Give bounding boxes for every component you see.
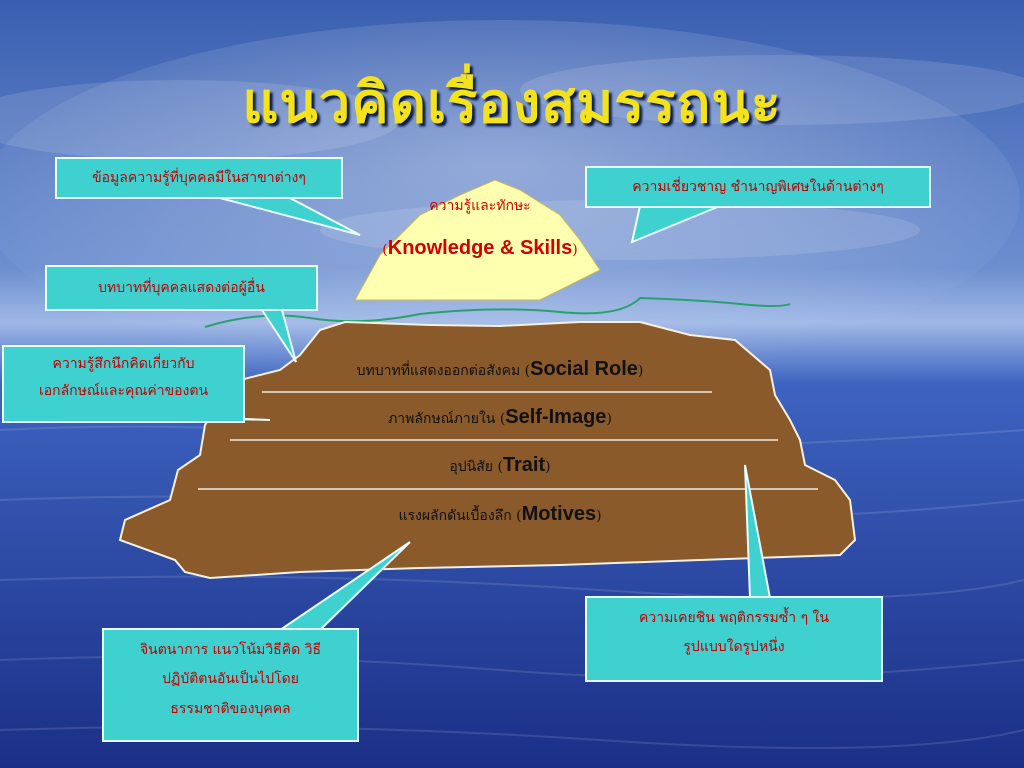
layer-thai: ภาพลักษณ์ภายใน (	[388, 411, 506, 427]
layer-english: Trait	[502, 454, 546, 476]
tip-line1: ความรู้และทักษะ	[429, 198, 531, 214]
callout-social-role: บทบาทที่บุคคลแสดงต่อผู้อื่น	[45, 265, 318, 311]
layer-thai: บทบาทที่แสดงออกต่อสังคม (	[356, 363, 531, 379]
callout-line: ปฏิบัติตนอันเป็นไปโดย	[162, 671, 299, 688]
layer-trait: อุปนิสัย (Trait)	[180, 454, 820, 478]
callout-line: รูปแบบใดรูปหนึ่ง	[683, 639, 785, 656]
callout-text: ความเชี่ยวชาญ ชำนาญพิเศษในด้านต่างๆ	[632, 179, 884, 195]
callout-line: ความเคยชิน พฤติกรรมซ้ำ ๆ ใน	[639, 610, 829, 626]
callout-motives: จินตนาการ แนวโน้มวิธีคิด วิธี ปฏิบัติตนอ…	[102, 628, 359, 742]
layer-english: Motives	[521, 503, 597, 525]
callout-knowledge: ข้อมูลความรู้ที่บุคคลมีในสาขาต่างๆ	[55, 157, 343, 199]
iceberg-body	[118, 320, 857, 580]
layer-english: Social Role	[530, 358, 638, 380]
layer-social-role: บทบาทที่แสดงออกต่อสังคม (Social Role)	[180, 358, 820, 382]
layer-thai: อุปนิสัย (	[449, 459, 503, 475]
callout-line: ธรรมชาติของบุคคล	[170, 700, 291, 717]
callout-self-image: ความรู้สึกนึกคิดเกี่ยวกับ เอกลักษณ์และคุ…	[2, 345, 245, 423]
callout-text: ข้อมูลความรู้ที่บุคคลมีในสาขาต่างๆ	[92, 170, 306, 186]
iceberg-tip	[354, 179, 601, 301]
tip-open-paren: (	[382, 242, 388, 258]
tip-close-paren: )	[572, 242, 578, 258]
callout-text: บทบาทที่บุคคลแสดงต่อผู้อื่น	[98, 280, 265, 296]
water-line	[204, 296, 791, 328]
layer-english: Self-Image	[505, 406, 607, 428]
layer-thai: แรงผลักดันเบื้องลึก (	[398, 508, 522, 524]
layer-close: )	[545, 459, 551, 475]
layer-motives: แรงผลักดันเบื้องลึก (Motives)	[180, 503, 820, 527]
callout-line: จินตนาการ แนวโน้มวิธีคิด วิธี	[139, 642, 322, 658]
iceberg-tip-label: ความรู้และทักษะ (Knowledge & Skills)	[380, 195, 580, 260]
callout-line: เอกลักษณ์และคุณค่าของตน	[38, 382, 209, 399]
tip-line2: (Knowledge & Skills)	[380, 237, 580, 260]
layer-close: )	[596, 508, 602, 524]
page-title: แนวคิดเรื่องสมรรถนะ	[242, 70, 782, 136]
layer-close: )	[637, 363, 644, 379]
layer-close: )	[606, 411, 612, 427]
callout-trait: ความเคยชิน พฤติกรรมซ้ำ ๆ ใน รูปแบบใดรูปห…	[585, 596, 883, 682]
tip-english: Knowledge & Skills	[387, 237, 573, 259]
layer-self-image: ภาพลักษณ์ภายใน (Self-Image)	[180, 406, 820, 430]
callout-line: ความรู้สึกนึกคิดเกี่ยวกับ	[52, 356, 195, 372]
callout-skills: ความเชี่ยวชาญ ชำนาญพิเศษในด้านต่างๆ	[585, 166, 931, 208]
